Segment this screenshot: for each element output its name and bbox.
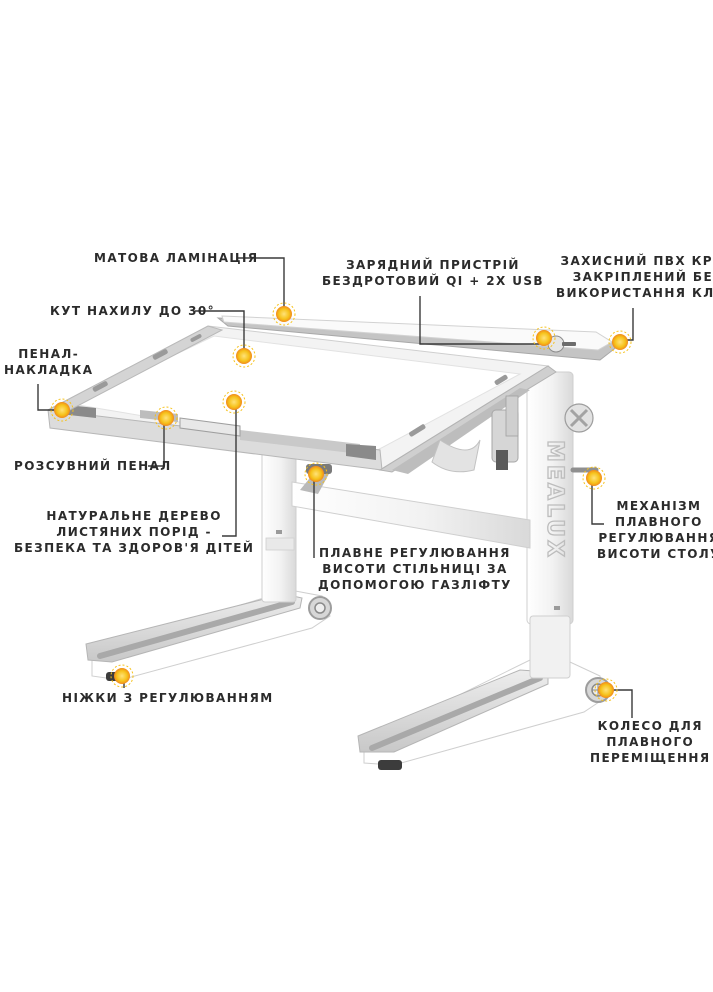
right-base bbox=[357, 659, 611, 770]
label-matte-lamination: МАТОВА ЛАМІНАЦІЯ bbox=[94, 250, 258, 266]
callout-lines bbox=[37, 257, 634, 718]
marker-pvc bbox=[608, 330, 632, 354]
marker-charger bbox=[532, 326, 556, 350]
crossbar bbox=[291, 468, 531, 549]
label-line: ВИКОРИСТАННЯ КЛЕЮ bbox=[556, 286, 713, 300]
label-wireless-charger: ЗАРЯДНИЙ ПРИСТРІЙ БЕЗДРОТОВИЙ QI + 2X US… bbox=[322, 257, 544, 289]
feature-markers bbox=[50, 302, 632, 702]
label-line: ЗАХИСНИЙ ПВХ КРАЙ bbox=[560, 254, 713, 268]
label-sliding-drawer: РОЗСУВНИЙ ПЕНАЛ bbox=[14, 458, 172, 474]
label-line: ПЕРЕМІЩЕННЯ bbox=[590, 751, 711, 765]
brand-logo: MEALUX bbox=[542, 440, 567, 560]
marker-legs bbox=[110, 664, 134, 688]
label-adjustable-legs: НІЖКИ З РЕГУЛЮВАННЯМ bbox=[62, 690, 274, 706]
marker-drawer bbox=[154, 406, 178, 430]
marker-matte bbox=[272, 302, 296, 326]
tilt-mechanism bbox=[306, 388, 530, 474]
label-line: ПЛАВНЕ РЕГУЛЮВАННЯ bbox=[319, 546, 511, 560]
label-natural-wood: НАТУРАЛЬНЕ ДЕРЕВО ЛИСТЯНИХ ПОРІД - БЕЗПЕ… bbox=[14, 508, 254, 556]
left-leg bbox=[261, 451, 297, 603]
label-pencil-case: ПЕНАЛ- НАКЛАДКА bbox=[4, 346, 93, 378]
label-line: ЗАКРІПЛЕНИЙ БЕЗ bbox=[572, 270, 713, 284]
label-line: РОЗСУВНИЙ ПЕНАЛ bbox=[14, 459, 172, 473]
label-line: ДОПОМОГОЮ ГАЗЛІФТУ bbox=[318, 578, 512, 592]
tabletop-back bbox=[216, 315, 619, 361]
label-wheel: КОЛЕСО ДЛЯ ПЛАВНОГО ПЕРЕМІЩЕННЯ bbox=[590, 718, 710, 766]
label-line: ПЛАВНОГО bbox=[615, 515, 703, 529]
label-line: МАТОВА ЛАМІНАЦІЯ bbox=[94, 251, 259, 265]
marker-wheel bbox=[594, 678, 618, 702]
label-line: КОЛЕСО ДЛЯ bbox=[597, 719, 703, 733]
label-pvc-edge: ЗАХИСНИЙ ПВХ КРАЙ ЗАКРІПЛЕНИЙ БЕЗ ВИКОРИ… bbox=[556, 253, 713, 301]
label-line: ПЛАВНОГО bbox=[606, 735, 695, 749]
marker-mechanism bbox=[582, 466, 606, 490]
label-line: ЛИСТЯНИХ ПОРІД - bbox=[56, 525, 212, 539]
left-base bbox=[85, 589, 332, 681]
label-line: МЕХАНІЗМ bbox=[616, 499, 702, 513]
label-line: БЕЗПЕКА ТА ЗДОРОВ'Я ДІТЕЙ bbox=[14, 541, 255, 555]
label-gas-lift: ПЛАВНЕ РЕГУЛЮВАННЯ ВИСОТИ СТІЛЬНИЦІ ЗА Д… bbox=[318, 545, 512, 593]
label-line: ВИСОТИ СТОЛУ bbox=[597, 547, 713, 561]
label-line: БЕЗДРОТОВИЙ QI + 2X USB bbox=[322, 274, 544, 288]
marker-gaslift bbox=[304, 462, 328, 486]
tilted-tabletop bbox=[46, 325, 557, 473]
label-line: КУТ НАХИЛУ ДО 30° bbox=[50, 304, 216, 318]
label-line: НАТУРАЛЬНЕ ДЕРЕВО bbox=[46, 509, 222, 523]
label-line: НАКЛАДКА bbox=[4, 363, 94, 377]
label-line: РЕГУЛЮВАННЯ bbox=[598, 531, 713, 545]
marker-tilt bbox=[232, 344, 256, 368]
label-line: ЗАРЯДНИЙ ПРИСТРІЙ bbox=[346, 258, 520, 272]
right-leg: MEALUX bbox=[526, 371, 599, 679]
marker-pencase bbox=[50, 398, 74, 422]
label-height-mechanism: МЕХАНІЗМ ПЛАВНОГО РЕГУЛЮВАННЯ ВИСОТИ СТО… bbox=[597, 498, 713, 562]
label-tilt-angle: КУТ НАХИЛУ ДО 30° bbox=[50, 303, 215, 319]
label-line: ВИСОТИ СТІЛЬНИЦІ ЗА bbox=[322, 562, 508, 576]
marker-wood bbox=[222, 390, 246, 414]
label-line: НІЖКИ З РЕГУЛЮВАННЯМ bbox=[62, 691, 274, 705]
label-line: ПЕНАЛ- bbox=[18, 347, 80, 361]
